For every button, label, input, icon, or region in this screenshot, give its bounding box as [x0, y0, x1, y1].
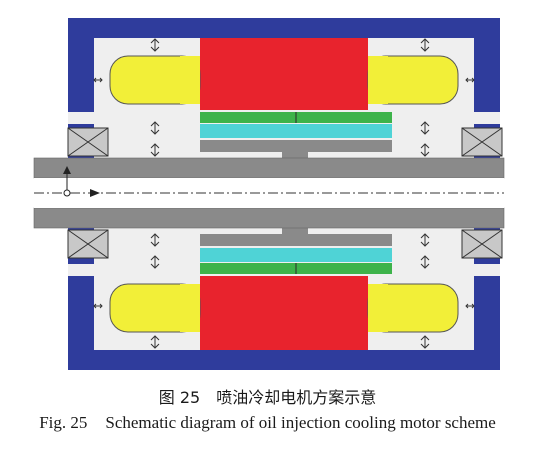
- rotor-hub-bottom: [200, 234, 392, 246]
- rotor-web-bottom: [282, 226, 308, 236]
- rotor-hub-top: [200, 140, 392, 152]
- left-end-plate-top: [68, 112, 98, 124]
- end-winding-bottom-left-edge: [180, 284, 200, 332]
- left-end-plate-bottom: [68, 264, 98, 276]
- end-winding-top-left-edge: [180, 56, 200, 104]
- right-end-plate-bottom: [470, 264, 500, 276]
- end-winding-top-right-edge: [368, 56, 388, 104]
- rotor-web-top: [282, 150, 308, 160]
- end-winding-bottom-right-edge: [368, 284, 388, 332]
- shaft-top: [33, 157, 505, 179]
- figure-title-chinese: 喷油冷却电机方案示意: [216, 388, 377, 407]
- stator-core-bottom: [200, 276, 368, 350]
- stator-core-top: [200, 38, 368, 110]
- right-end-plate-top: [470, 112, 500, 124]
- shaft-bottom: [33, 207, 505, 229]
- rotor-cyan-bottom: [200, 248, 392, 262]
- figure-caption-chinese: 图 25 喷油冷却电机方案示意: [0, 384, 535, 408]
- figure-title-english: Schematic diagram of oil injection cooli…: [105, 413, 496, 432]
- oil-injection-motor-diagram: [33, 18, 505, 370]
- oil-inlet-arrow-icon: [63, 166, 100, 197]
- bearing-bottom-right: [461, 229, 503, 259]
- bearing-bottom-left: [67, 229, 109, 259]
- figure-caption-english: Fig. 25 Schematic diagram of oil injectio…: [0, 413, 535, 433]
- figure-number-chinese: 图 25: [158, 388, 201, 407]
- figure-number-english: Fig. 25: [39, 413, 88, 432]
- bearing-top-right: [461, 127, 503, 157]
- rotor-cyan-top: [200, 124, 392, 138]
- bearing-top-left: [67, 127, 109, 157]
